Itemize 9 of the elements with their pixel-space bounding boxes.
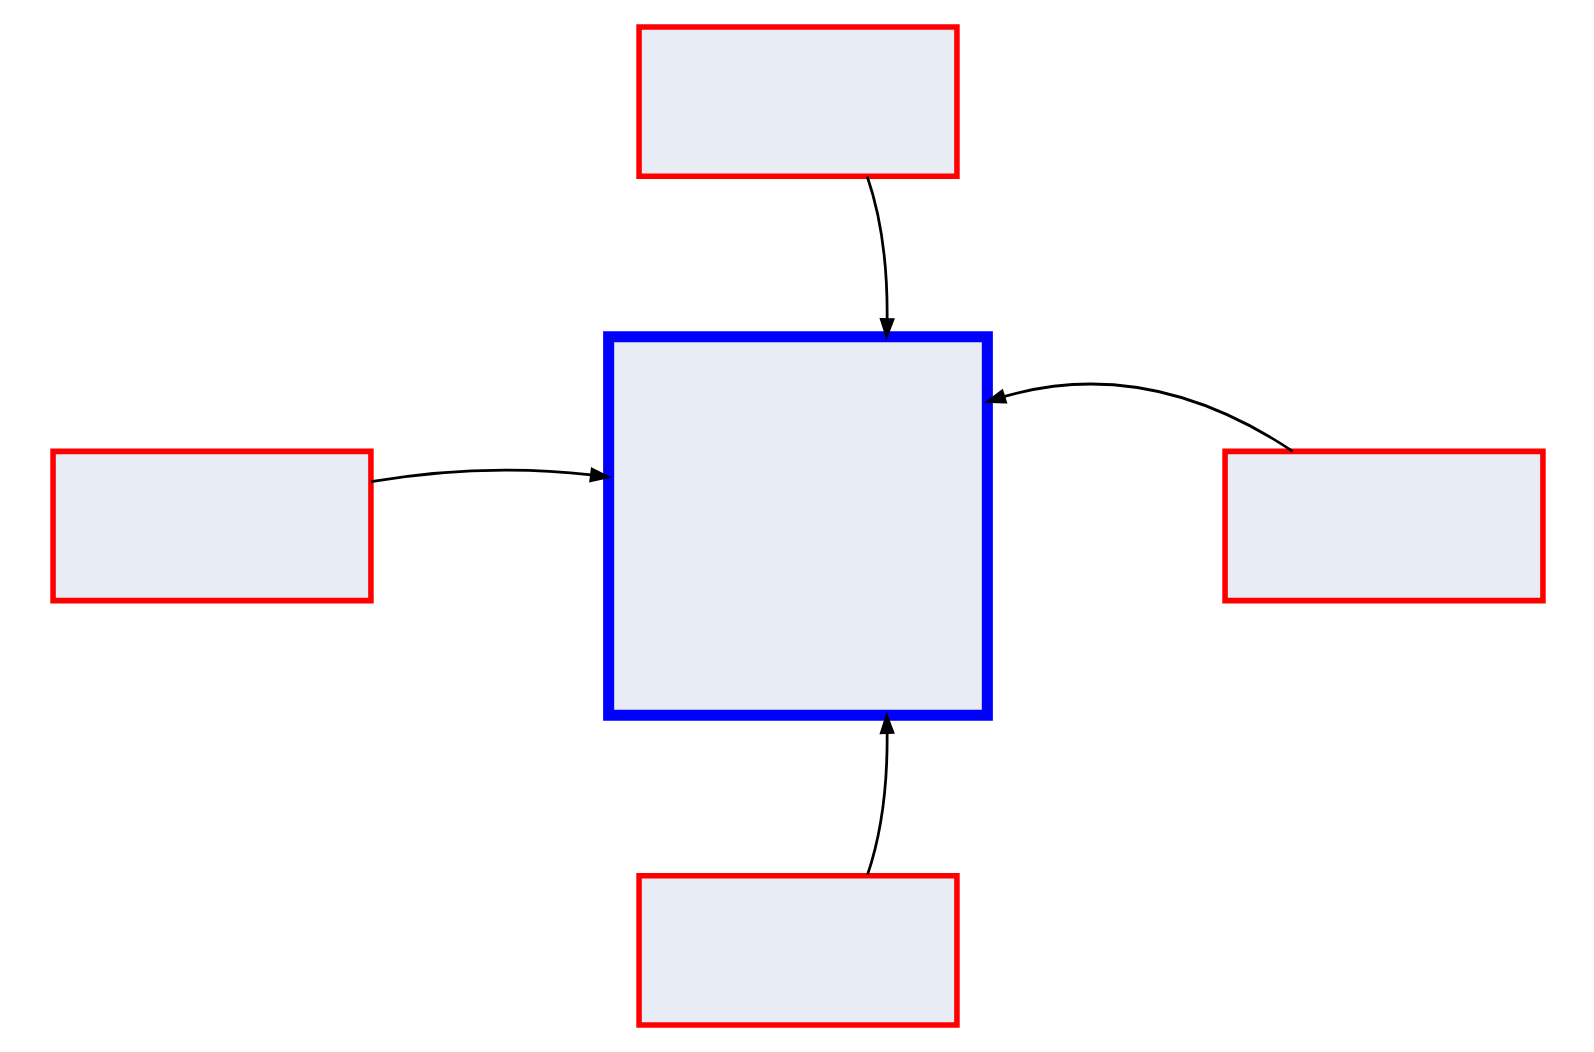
node-box xyxy=(1221,448,1545,604)
node-box xyxy=(635,24,959,180)
node-box xyxy=(49,448,373,604)
arrow xyxy=(983,382,1293,453)
arrow xyxy=(864,176,894,341)
node-box xyxy=(602,331,992,721)
arrow xyxy=(369,467,611,484)
node-box xyxy=(635,872,959,1028)
arrow xyxy=(865,711,894,876)
